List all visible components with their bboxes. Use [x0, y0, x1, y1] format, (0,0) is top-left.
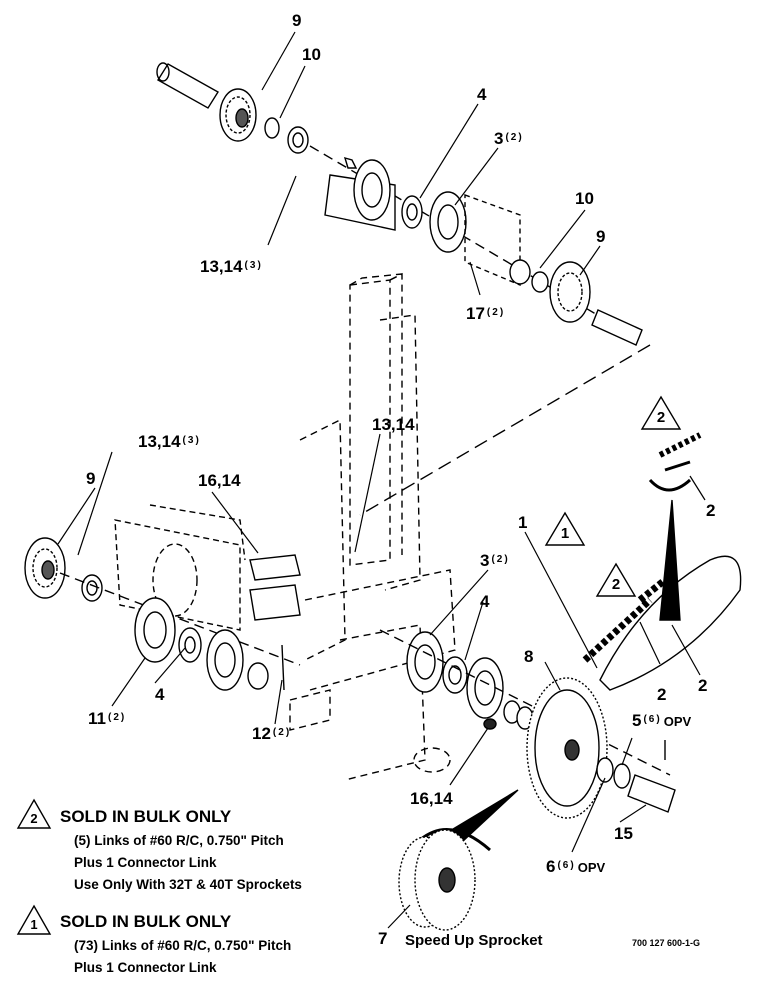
triangle-icon [16, 798, 52, 829]
triangle-icon [640, 395, 682, 430]
callout-15: 15 [614, 824, 633, 843]
callout-2-upper-right: 2 [706, 501, 716, 520]
callout-12: 12(2) [252, 724, 292, 743]
sprocket-speed-up [398, 829, 476, 931]
callout-3-top: 3(2) [494, 129, 524, 148]
note-1-line-1: (73) Links of #60 R/C, 0.750" Pitch [74, 938, 292, 953]
note-1-line-2: Plus 1 Connector Link [74, 960, 217, 975]
lower-right-assembly [379, 432, 742, 931]
sprocket-large [526, 677, 608, 819]
callout-10-top: 10 [302, 45, 321, 64]
callout-5-opv: 5(6)OPV [632, 711, 692, 730]
callout-7: 7 [378, 929, 388, 948]
callout-2-middle: 2 [657, 685, 667, 704]
triangle-icon [595, 562, 637, 597]
flag-1: 1 [544, 511, 586, 547]
callout-3-lower: 3(2) [480, 551, 510, 570]
callout-13-14-left: 13,14(3) [138, 432, 201, 451]
flange-right-inner [406, 631, 444, 693]
callout-9-right: 9 [596, 227, 606, 246]
upper-shaft-assembly [156, 62, 651, 516]
note-2-line-2: Plus 1 Connector Link [74, 855, 217, 870]
callout-10-right: 10 [575, 189, 594, 208]
callout-17: 17(2) [466, 304, 506, 323]
triangle-icon [544, 511, 586, 546]
callout-6-opv: 6(6)OPV [546, 857, 606, 876]
callout-9-left: 9 [86, 469, 96, 488]
note-2-title: SOLD IN BULK ONLY [60, 807, 232, 826]
callout-8: 8 [524, 647, 534, 666]
callout-4-lower-left: 4 [155, 685, 165, 704]
callout-4-lower-right: 4 [480, 592, 490, 611]
callout-1: 1 [518, 513, 528, 532]
note-2-line-1: (5) Links of #60 R/C, 0.750" Pitch [74, 833, 284, 848]
bevel-gear-top-left [219, 88, 257, 142]
callout-13-14-middle: 13,14 [372, 415, 415, 434]
note-2-line-3: Use Only With 32T & 40T Sprockets [74, 877, 302, 892]
flag-2-upper: 2 [640, 395, 682, 431]
flag-2-chain: 2 [595, 562, 637, 598]
note-1-title: SOLD IN BULK ONLY [60, 912, 232, 931]
callout-11: 11(2) [88, 709, 127, 728]
roller-chain [582, 577, 668, 663]
lower-left-assembly [24, 504, 301, 691]
callout-4-top: 4 [477, 85, 487, 104]
caption-speed-up-sprocket: Speed Up Sprocket [405, 932, 543, 949]
callout-2-right: 2 [698, 676, 708, 695]
flange-plate-lower-left [134, 597, 176, 663]
bevel-gear-lower-left [24, 537, 66, 599]
bevel-gear-top-right [549, 261, 591, 323]
callout-16-14-bottom: 16,14 [410, 789, 453, 808]
note-flag-2: 2 [16, 798, 52, 830]
callout-9-top: 9 [292, 11, 302, 30]
connector-link-upper [658, 432, 702, 472]
flange-plate-upper [353, 159, 391, 221]
leader-lines [57, 31, 706, 929]
triangle-icon [16, 904, 52, 935]
figure-id: 700 127 600-1-G [632, 938, 701, 948]
callout-16-14-top: 16,14 [198, 471, 241, 490]
frame-post [289, 272, 456, 781]
note-flag-1: 1 [16, 904, 52, 936]
callout-13-14-top: 13,14(3) [200, 257, 263, 276]
